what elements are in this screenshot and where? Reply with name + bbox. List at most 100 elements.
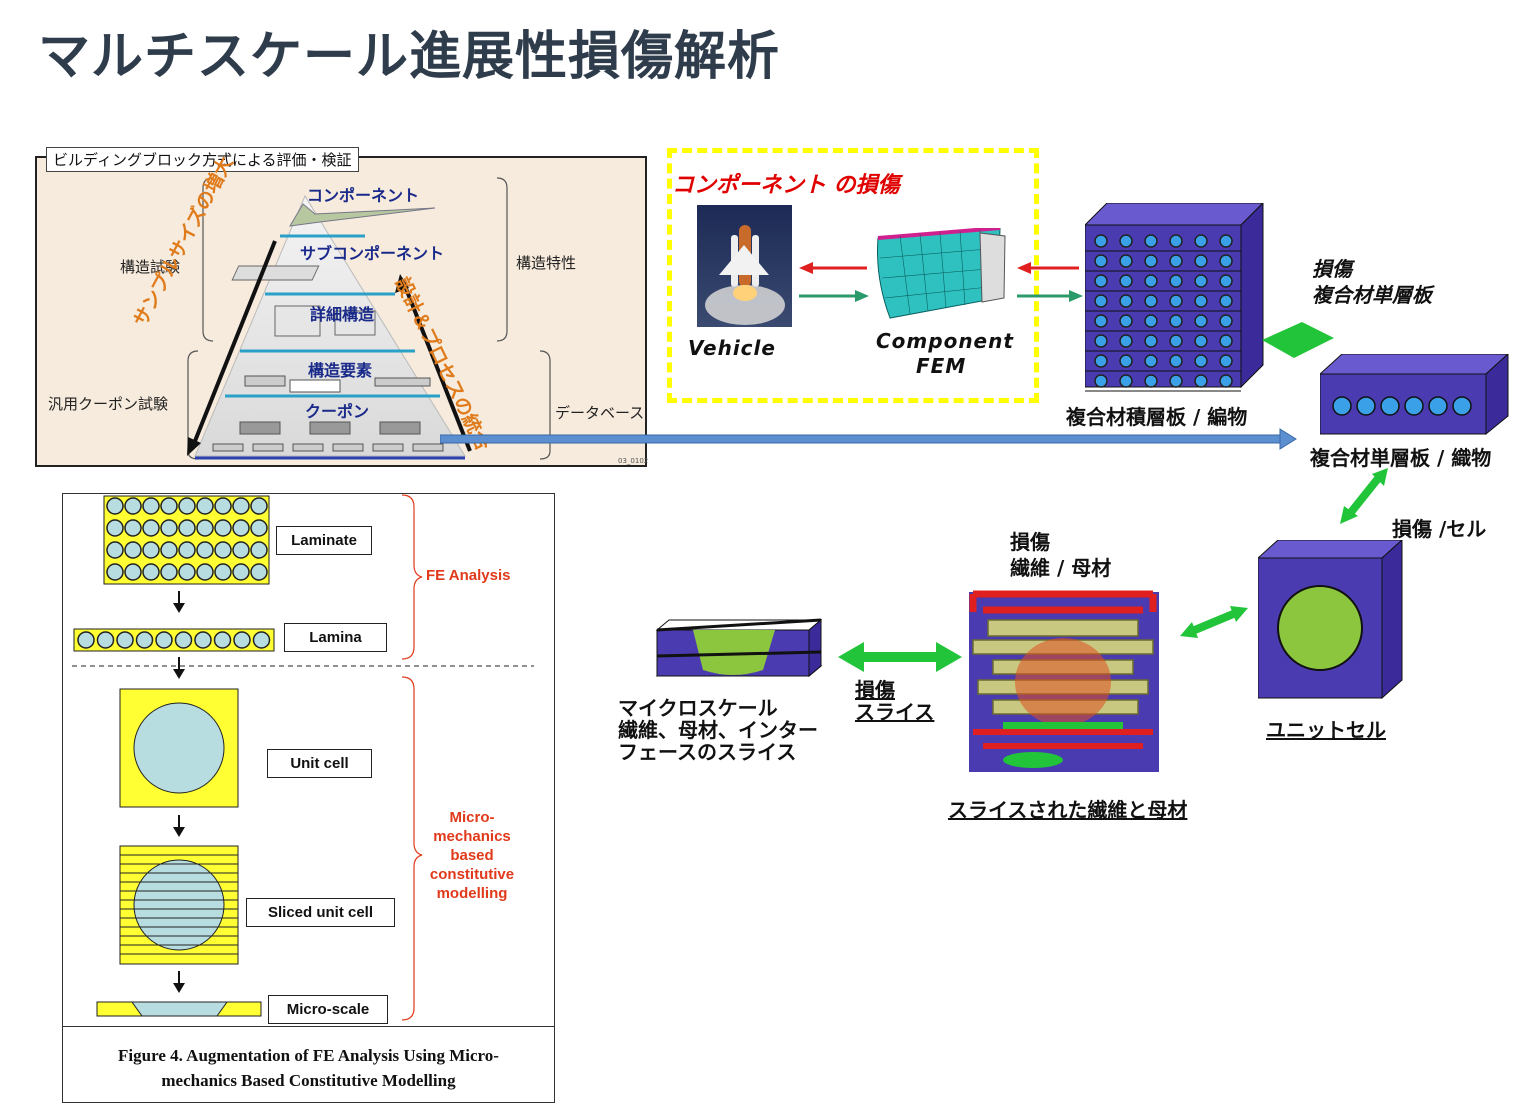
laminate-fiber (1194, 274, 1208, 288)
damage-slice-label2: スライス (855, 700, 935, 724)
laminate-fiber (1094, 374, 1108, 388)
laminate-fiber (1144, 354, 1158, 368)
vehicle-label: Vehicle (688, 336, 776, 360)
figure-laminate-fiber (250, 563, 268, 581)
damage-cell-label: 損傷 /セル (1392, 517, 1487, 541)
figure-lamina-fiber (213, 631, 232, 649)
figure-laminate-fiber (160, 563, 178, 581)
laminate-fiber (1094, 354, 1108, 368)
figure-laminate-fiber (106, 541, 124, 559)
figure-laminate-fiber (160, 541, 178, 559)
figure-laminate-fiber (196, 563, 214, 581)
building-block-pyramid (187, 177, 551, 460)
laminate-fiber (1119, 374, 1133, 388)
figure-lamina-fiber (233, 631, 251, 649)
laminate-fiber (1144, 334, 1158, 348)
laminate-fiber (1219, 294, 1233, 308)
micromech-line3: based (450, 847, 494, 864)
component-damage-title: コンポーネント の損傷 (672, 173, 900, 198)
laminate-fiber (1169, 314, 1183, 328)
figure-laminate-fiber (142, 519, 160, 537)
unit-cell-label: ユニットセル (1266, 718, 1386, 742)
laminate-fiber (1194, 334, 1208, 348)
laminate-fiber (1094, 294, 1108, 308)
figure-laminate-fiber (232, 497, 250, 515)
figure-lamina-fiber (77, 631, 95, 649)
laminate-fiber (1219, 334, 1233, 348)
page-title: マルチスケール進展性損傷解析 (38, 27, 781, 87)
fem-label-line1: Component (876, 329, 1014, 353)
label-coupon-test: 汎用クーポン試験 (48, 395, 169, 413)
laminate-fiber (1144, 294, 1158, 308)
figure-laminate-fiber (106, 563, 124, 581)
sliced-fiber-cube (969, 590, 1159, 772)
green-arrow-sliced (1180, 606, 1248, 638)
green-diamond-arrow (1262, 322, 1334, 358)
laminate-fiber (1094, 254, 1108, 268)
laminate-fiber (1169, 254, 1183, 268)
figure-fe-analysis-label: FE Analysis (426, 567, 511, 584)
laminate-fiber (1219, 234, 1233, 248)
figure-lamina-fiber (135, 631, 154, 649)
level-component: コンポーネント (307, 186, 420, 205)
label-database: データベース (555, 404, 645, 422)
micro-label-line2: 繊維、母材、インター (618, 718, 818, 742)
single-lamina-block (1320, 354, 1509, 436)
laminate-fiber (1094, 274, 1108, 288)
figure-laminate-circles (106, 497, 268, 581)
damage-slice-label1: 損傷 (855, 678, 895, 702)
figure-laminate-fiber (250, 541, 268, 559)
figure-laminate-fiber (124, 497, 142, 515)
figure-micromechanics-label: Micro- mechanics based constitutive mode… (422, 808, 522, 903)
laminate-block (1085, 203, 1264, 392)
figure-laminate-fiber (124, 541, 142, 559)
figure-laminate-fiber (232, 541, 250, 559)
figure-micro-scale-label: Micro-scale (268, 995, 388, 1024)
figure-laminate-fiber (142, 563, 160, 581)
sliced-fiber-label: スライスされた繊維と母材 (948, 798, 1188, 822)
laminate-fiber (1119, 314, 1133, 328)
level-coupon: クーポン (305, 402, 370, 421)
level-detail: 詳細構造 (310, 305, 375, 324)
micro-label: マイクロスケール 繊維、母材、インター フェースのスライス (618, 697, 818, 763)
figure-laminate-fiber (196, 541, 214, 559)
laminate-fiber (1219, 254, 1233, 268)
component-fem-image (877, 228, 1006, 319)
level-subcomponent: サブコンポーネント (300, 244, 445, 263)
vehicle-image (697, 205, 792, 327)
laminate-fiber-grid (1085, 234, 1241, 392)
micromech-line2: mechanics (433, 828, 511, 845)
laminate-fiber (1194, 314, 1208, 328)
figure-laminate-fiber (214, 563, 232, 581)
figure-caption: Figure 4. Augmentation of FE Analysis Us… (62, 1026, 555, 1103)
micromech-line1: Micro- (449, 809, 495, 826)
laminate-fiber (1144, 234, 1158, 248)
laminate-fiber (1119, 234, 1133, 248)
caption-line2: mechanics Based Constitutive Modelling (161, 1071, 456, 1090)
damage-fiber-label2: 繊維 / 母材 (1010, 556, 1112, 580)
building-block-title: ビルディングブロック方式による評価・検証 (46, 147, 359, 172)
caption-line1: Figure 4. Augmentation of FE Analysis Us… (118, 1046, 499, 1065)
laminate-fiber (1169, 234, 1183, 248)
flow-arrows (799, 262, 1083, 302)
laminate-fiber (1194, 234, 1208, 248)
laminate-fiber (1094, 334, 1108, 348)
figure-laminate-fiber (178, 519, 196, 537)
figure-unit-cell-label: Unit cell (267, 749, 372, 778)
component-damage-box (667, 148, 1039, 403)
figure-laminate-fiber (142, 541, 160, 559)
figure-laminate-fiber (124, 563, 142, 581)
figure-laminate-fiber (178, 497, 196, 515)
damage-single-label1: 損傷 (1312, 257, 1352, 281)
laminate-fiber (1119, 354, 1133, 368)
building-block-code: 03_0102 (618, 457, 649, 465)
figure-lamina-fiber (116, 631, 134, 649)
laminate-fiber (1144, 314, 1158, 328)
figure-laminate-fiber (106, 497, 124, 515)
figure-laminate-fiber (214, 519, 232, 537)
figure-slice-lines (120, 854, 238, 955)
laminate-fiber (1144, 274, 1158, 288)
figure-lamina-label: Lamina (284, 623, 387, 652)
figure-laminate-fiber (214, 541, 232, 559)
label-structural-test: 構造試験 (120, 258, 181, 276)
